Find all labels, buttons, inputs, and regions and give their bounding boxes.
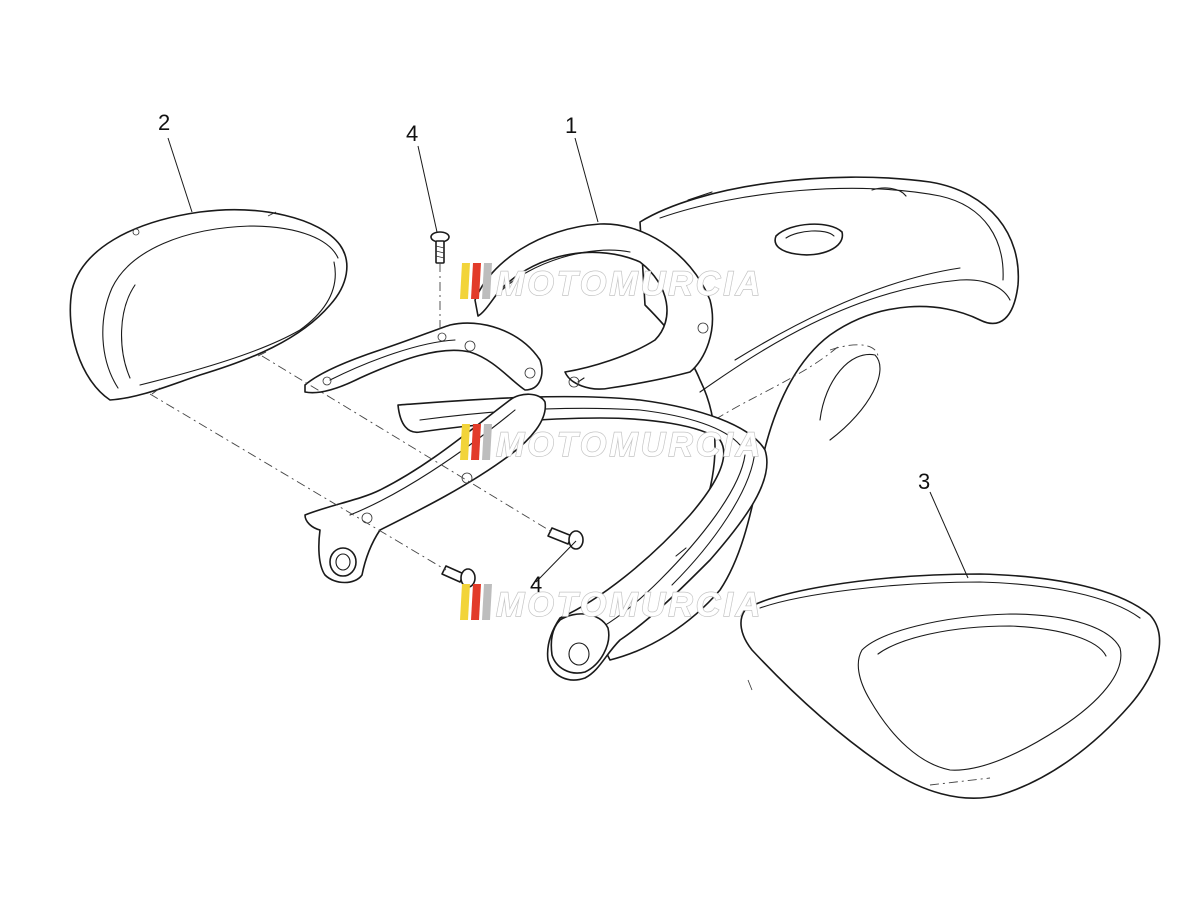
svg-text:MOTOMURCIA: MOTOMURCIA bbox=[496, 265, 763, 303]
callouts: 2 1 4 3 4 bbox=[158, 110, 930, 597]
part-3-right-side-cover bbox=[740, 573, 1161, 799]
watermark-logo-1: MOTOMURCIA bbox=[460, 263, 763, 304]
svg-text:MOTOMURCIA: MOTOMURCIA bbox=[496, 586, 763, 624]
callout-1: 1 bbox=[565, 113, 577, 138]
callout-3: 3 bbox=[918, 469, 930, 494]
assembly-lines bbox=[149, 263, 553, 571]
part-1-rear-body bbox=[304, 176, 1020, 681]
callout-2: 2 bbox=[158, 110, 170, 135]
watermark-logo-3: MOTOMURCIA bbox=[460, 584, 763, 625]
svg-text:MOTOMURCIA: MOTOMURCIA bbox=[496, 426, 763, 464]
part-4-screw-bottom bbox=[441, 565, 476, 588]
part-2-left-side-cover bbox=[69, 209, 348, 401]
callout-4-top: 4 bbox=[406, 121, 418, 146]
part-4-screw-right bbox=[547, 527, 584, 550]
callout-4-bottom: 4 bbox=[530, 572, 542, 597]
watermark-logo-2: MOTOMURCIA bbox=[460, 424, 763, 465]
part-4-screw-top bbox=[430, 231, 450, 264]
leader-lines bbox=[167, 137, 969, 583]
